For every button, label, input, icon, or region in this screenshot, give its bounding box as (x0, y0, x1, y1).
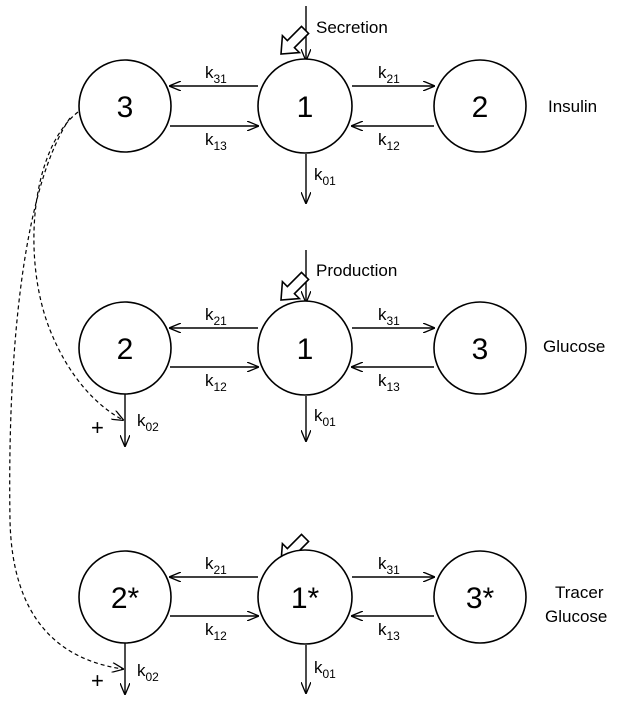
injection-arrow-icon (280, 25, 310, 55)
node-label: 1* (291, 582, 320, 615)
rate-label: k12 (205, 620, 227, 643)
rate-label: k13 (378, 371, 400, 394)
tracer-compartment-left (78, 550, 172, 644)
rate-label: k31 (378, 305, 400, 328)
rate-label: k02 (137, 411, 159, 434)
glucose-compartment-left (78, 301, 172, 395)
node-label: 3* (466, 582, 495, 615)
node-label: 2 (117, 333, 134, 366)
modulation-sign: + (91, 668, 104, 693)
insulin-action-link-tracer (9, 117, 123, 669)
rate-label: k12 (205, 371, 227, 394)
insulin-compartment-left (78, 59, 172, 153)
rate-label: k12 (378, 130, 400, 153)
insulin-compartment-center (257, 58, 353, 154)
glucose-label: Glucose (543, 337, 605, 356)
tracer-compartment-right (433, 550, 527, 644)
secretion-label: Secretion (316, 18, 388, 37)
tracer-label-line-1: Tracer (555, 583, 604, 602)
tracer-glucose-system: 2* 1* 3* k21 k12 k31 k13 k01 k02 + Trace… (78, 533, 607, 694)
insulin-action-link-glucose (33, 111, 123, 420)
node-label: 1 (297, 91, 314, 124)
tracer-label-line-2: Glucose (545, 607, 607, 626)
glucose-compartment-center (257, 300, 353, 396)
rate-label: k31 (378, 554, 400, 577)
tracer-compartment-center (257, 549, 353, 645)
node-label: 2 (472, 91, 489, 124)
glucose-compartment-right (433, 301, 527, 395)
modulation-sign: + (91, 415, 104, 440)
rate-label: k13 (378, 620, 400, 643)
rate-label: k21 (205, 554, 227, 577)
rate-label: k13 (205, 130, 227, 153)
production-label: Production (316, 261, 397, 280)
injection-arrow-icon (280, 271, 310, 301)
rate-label: k02 (137, 661, 159, 684)
rate-label: k01 (314, 658, 336, 681)
rate-label: k21 (205, 305, 227, 328)
rate-label: k01 (314, 165, 336, 188)
node-label: 3 (472, 333, 489, 366)
node-label: 2* (111, 582, 140, 615)
insulin-system: Secretion 3 1 2 k31 k13 k21 k12 k01 Insu… (78, 6, 597, 203)
glucose-system: Production 2 1 3 k21 k12 k31 k13 k01 k02… (78, 250, 605, 446)
rate-label: k31 (205, 63, 227, 86)
insulin-label: Insulin (548, 97, 597, 116)
rate-label: k01 (314, 406, 336, 429)
insulin-compartment-right (433, 59, 527, 153)
rate-label: k21 (378, 63, 400, 86)
node-label: 1 (297, 333, 314, 366)
node-label: 3 (117, 91, 134, 124)
